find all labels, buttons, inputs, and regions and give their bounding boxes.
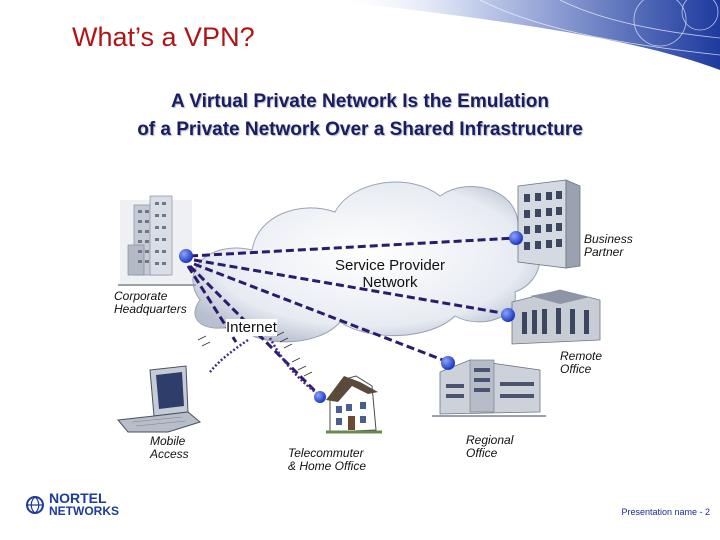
label-business-partner-line-2: Partner xyxy=(584,245,624,259)
home-office-house-icon xyxy=(326,375,382,434)
label-remote-office-line-2: Office xyxy=(560,362,592,376)
network-nodes xyxy=(179,231,523,403)
node-remote-office-icon xyxy=(501,308,515,322)
label-regional-office-line-1: Regional xyxy=(466,433,514,447)
vpn-link-regional-office xyxy=(193,262,449,364)
label-telecommuter-line-1: Telecommuter xyxy=(288,446,364,460)
logo-line-2: NETWORKS xyxy=(49,504,119,518)
header-banner xyxy=(330,0,720,70)
logo-line-1: NORTEL xyxy=(49,490,107,506)
label-remote-office-line-1: Remote xyxy=(560,349,603,363)
label-regional-office: Regional Office xyxy=(466,434,513,460)
label-headquarters-line-1: Corporate xyxy=(114,289,168,303)
cloud-label: Service Provider Network xyxy=(320,257,460,291)
label-remote-office: Remote Office xyxy=(560,350,602,376)
label-mobile: Mobile Access xyxy=(150,435,189,461)
headquarters-building-icon xyxy=(118,195,196,286)
mobile-laptop-icon xyxy=(117,365,202,433)
node-regional-office-icon xyxy=(441,356,455,370)
label-telecommuter-line-2: & Home Office xyxy=(288,459,367,473)
node-business-partner-icon xyxy=(509,231,523,245)
slide-title: What’s a VPN? xyxy=(72,22,255,52)
cloud-label-line-2: Network xyxy=(362,274,418,291)
label-headquarters: Corporate Headquarters xyxy=(114,290,187,316)
label-headquarters-line-2: Headquarters xyxy=(114,302,187,316)
business-partner-building-icon xyxy=(517,179,581,269)
label-mobile-line-2: Access xyxy=(150,447,189,461)
globe-icon xyxy=(26,496,44,514)
nortel-logo: NORTEL NETWORKS xyxy=(24,490,119,518)
dialup-link-home xyxy=(268,337,319,396)
label-business-partner-line-1: Business xyxy=(584,232,633,246)
dialup-links xyxy=(209,337,319,396)
dialup-link-mobile xyxy=(209,338,249,373)
label-business-partner: Business Partner xyxy=(584,233,633,259)
label-regional-office-line-2: Office xyxy=(466,446,498,460)
cloud-label-line-1: Service Provider xyxy=(334,257,446,274)
vpn-link-business-partner xyxy=(189,236,517,258)
footer-text: Presentation name - 2 xyxy=(621,507,710,517)
internet-label: Internet xyxy=(226,319,277,336)
label-mobile-line-1: Mobile xyxy=(150,434,186,448)
dialup-ticks xyxy=(197,331,313,377)
label-telecommuter: Telecommuter & Home Office xyxy=(288,447,366,473)
node-headquarters-icon xyxy=(179,249,193,263)
vpn-link-remote-office xyxy=(193,258,509,316)
remote-office-building-icon xyxy=(511,289,601,345)
regional-office-building-icon xyxy=(432,359,546,417)
subtitle-line-2: of a Private Network Over a Shared Infra… xyxy=(137,119,583,140)
node-home-office-icon xyxy=(314,391,326,403)
subtitle-line-1: A Virtual Private Network Is the Emulati… xyxy=(171,91,549,112)
